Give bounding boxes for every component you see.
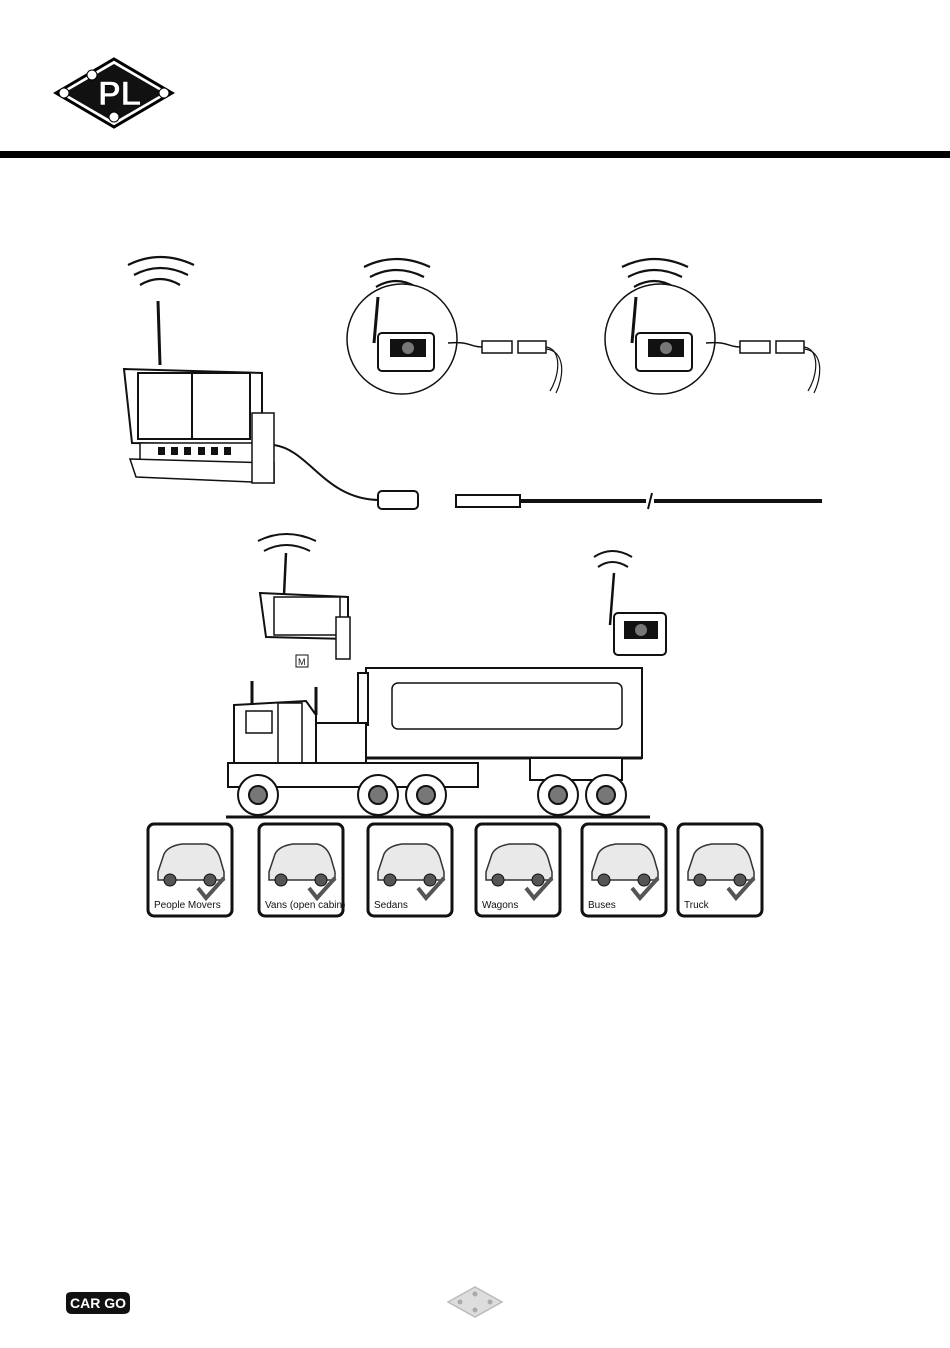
- cargo-logo-text: CAR GO: [70, 1295, 126, 1311]
- vehicle-label: Vans (open cabin): [265, 900, 345, 911]
- truck-illustration: [226, 668, 650, 817]
- truck-monitor-signal-icon: [258, 534, 316, 551]
- vehicle-label: People Movers: [154, 900, 221, 911]
- vehicle-label: Wagons: [482, 900, 518, 911]
- vehicle-tile: Truck: [678, 824, 762, 916]
- camera-1-signal-icon: [364, 259, 430, 287]
- camera-2-signal-icon: [622, 259, 688, 287]
- vehicle-label: Buses: [588, 900, 616, 911]
- vehicle-label: Sedans: [374, 900, 408, 911]
- system-diagram: M: [110, 245, 840, 830]
- camera-1: [347, 259, 562, 394]
- vehicle-tile: Sedans: [368, 824, 452, 916]
- pl-logo: PL: [52, 55, 176, 131]
- vehicle-tile: People Movers: [148, 824, 232, 916]
- vehicle-tile: Buses: [582, 824, 666, 916]
- monitor-badge: M: [298, 657, 306, 667]
- monitor-7in: [124, 301, 274, 483]
- monitor-signal-icon: [128, 257, 194, 285]
- truck-camera: [610, 573, 666, 655]
- vehicle-tile: Vans (open cabin): [259, 824, 345, 916]
- header-rule: [0, 151, 950, 158]
- camera-2: [605, 259, 820, 394]
- truck-monitor: M: [260, 553, 350, 667]
- page-number-badge: [446, 1285, 504, 1319]
- truck-camera-signal-icon: [594, 551, 632, 567]
- vehicle-tile: Wagons: [476, 824, 560, 916]
- cargo-logo: CAR GO: [64, 1290, 132, 1316]
- vehicle-compatibility-row: People Movers Vans (open cabin) Sedans Wago…: [146, 820, 782, 922]
- vehicle-label: Truck: [684, 900, 710, 911]
- logo-text: PL: [98, 75, 141, 113]
